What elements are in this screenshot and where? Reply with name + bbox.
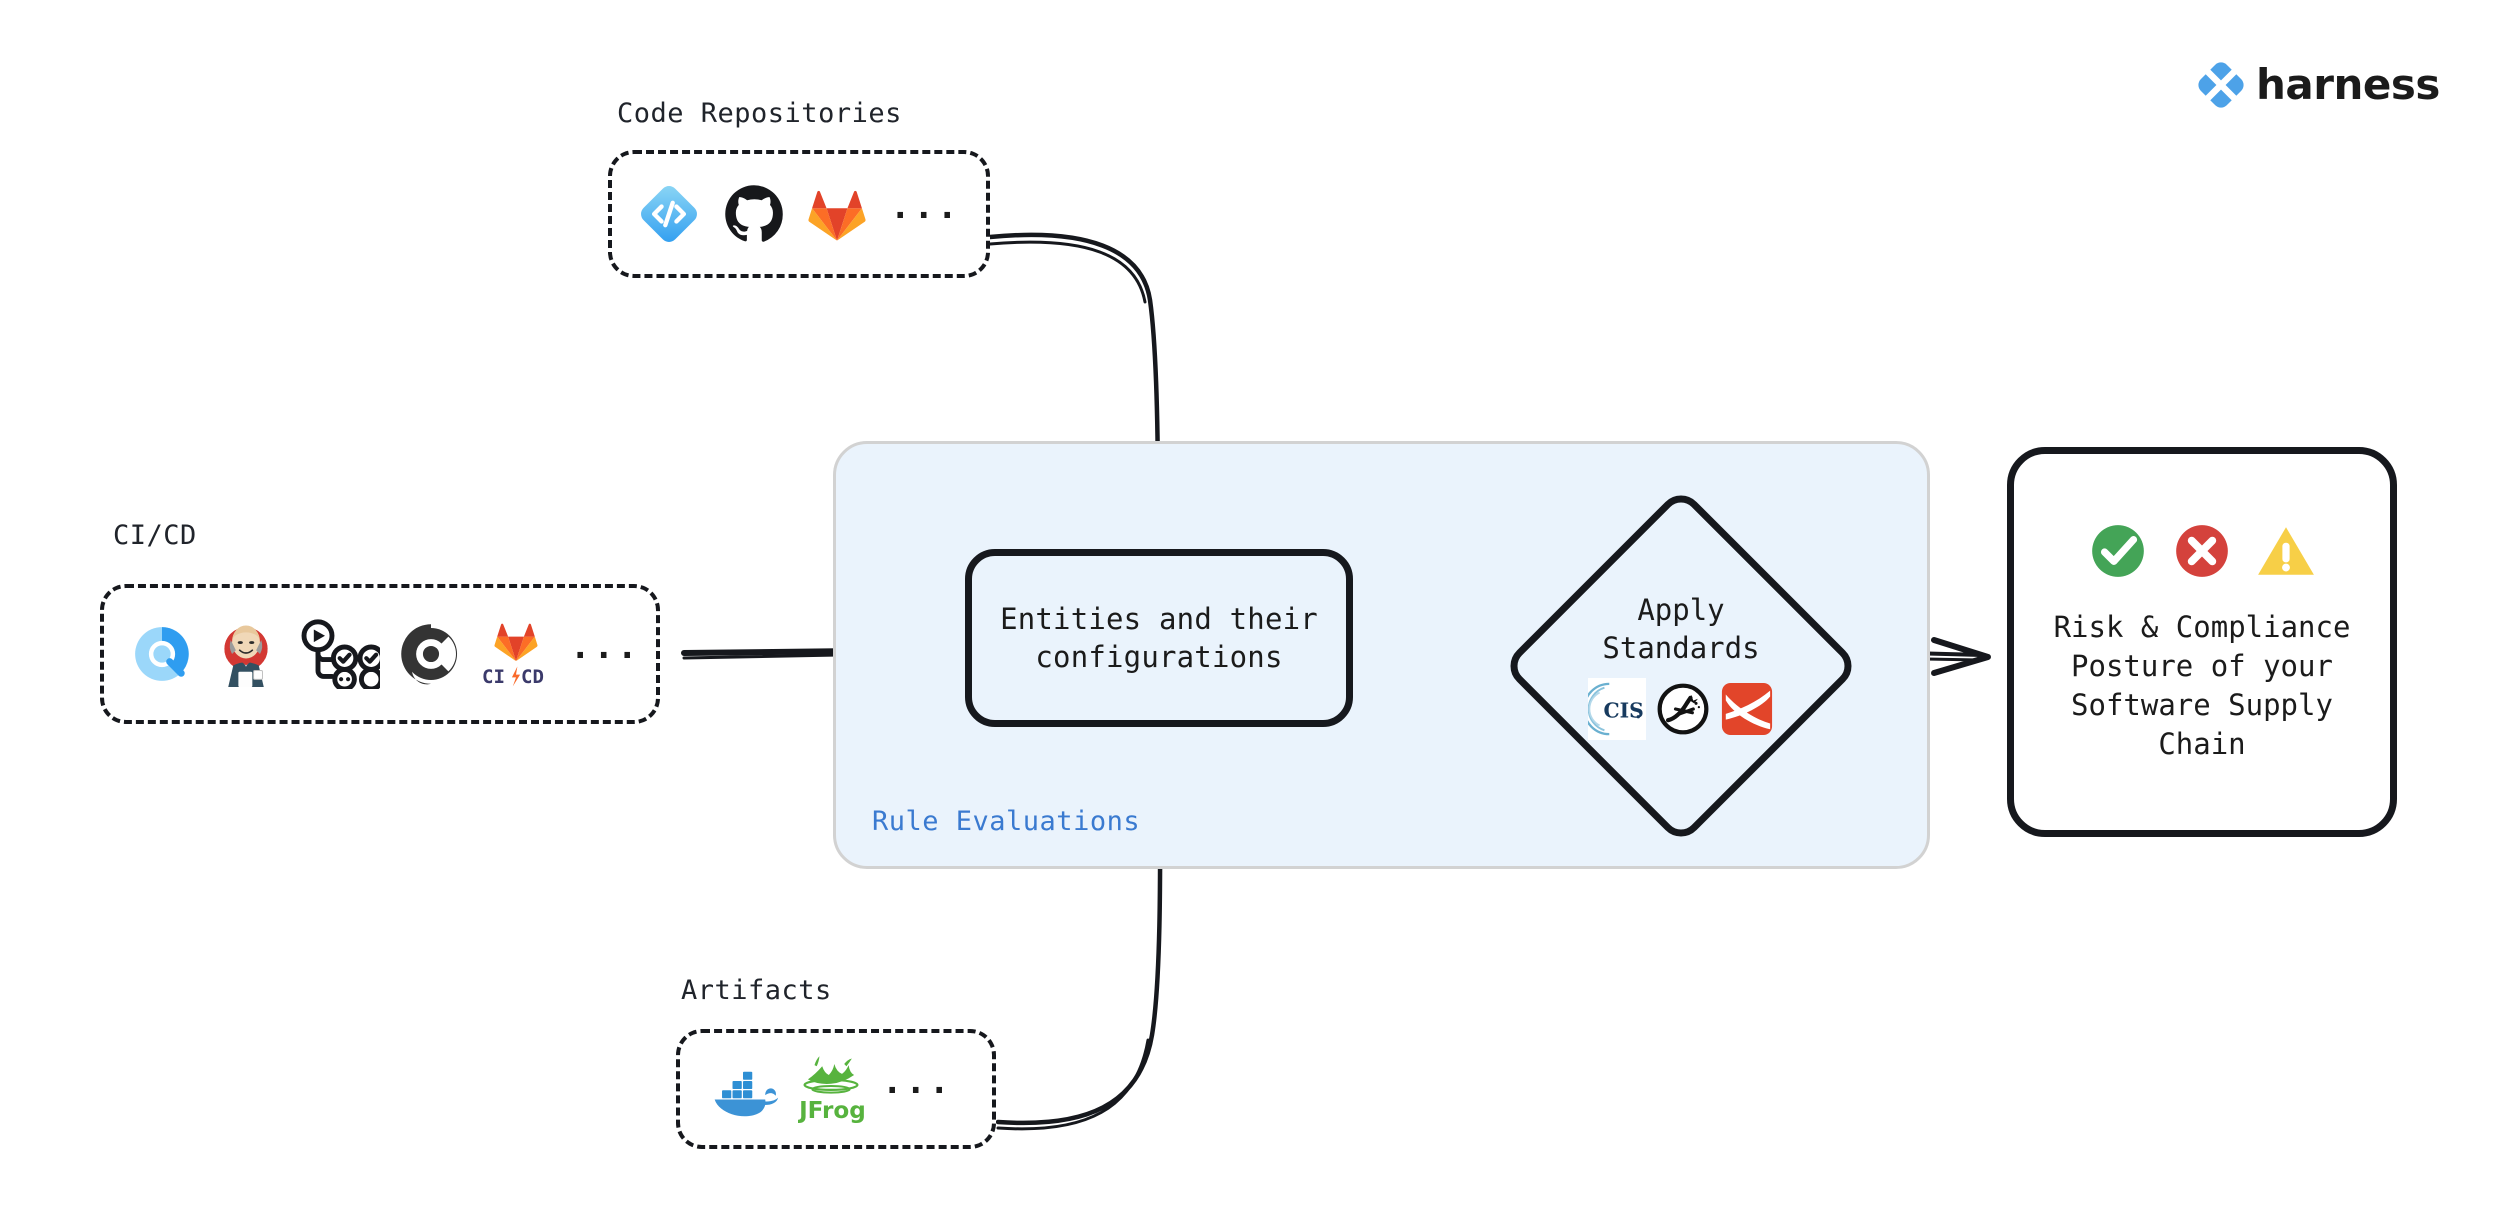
svg-text:JFrog: JFrog xyxy=(798,1098,864,1124)
harness-logo-text: harness xyxy=(2256,60,2440,109)
artifacts-label: Artifacts xyxy=(681,975,832,1006)
harness-ci-icon xyxy=(130,622,194,686)
harness-logo: harness xyxy=(2198,62,2440,108)
github-icon xyxy=(724,184,784,244)
artifacts-ellipsis: ... xyxy=(882,1062,953,1103)
svg-text:CI: CI xyxy=(482,666,505,688)
github-actions-icon xyxy=(298,619,380,689)
code-repositories-label: Code Repositories xyxy=(617,98,902,129)
rule-evaluations-label: Rule Evaluations xyxy=(872,806,1141,837)
rule-evaluations-panel xyxy=(833,441,1930,869)
gitlab-cicd-icon: CI CD xyxy=(482,620,550,688)
ci-cd-box[interactable]: CI CD ... xyxy=(100,584,660,724)
gitlab-icon xyxy=(808,186,866,242)
risk-compliance-posture-box[interactable]: Risk & Compliance Posture of your Softwa… xyxy=(2007,447,2397,837)
apply-standards-text: Apply Standards xyxy=(1602,593,1760,665)
code-repositories-ellipsis: ... xyxy=(890,187,961,228)
harness-code-icon xyxy=(638,183,700,245)
entities-and-configurations-box[interactable]: Entities and their configurations xyxy=(965,549,1353,727)
jenkins-icon xyxy=(214,621,278,687)
cis-icon: CIS xyxy=(1588,677,1646,740)
svg-text:CIS: CIS xyxy=(1603,698,1643,722)
jfrog-icon: JFrog xyxy=(798,1054,864,1124)
circleci-icon xyxy=(400,623,462,685)
code-repositories-box[interactable]: ... xyxy=(608,150,990,278)
check-circle-icon xyxy=(2087,520,2149,582)
error-circle-icon xyxy=(2171,520,2233,582)
harness-diamond-logo-icon xyxy=(2198,62,2244,108)
ci-cd-label: CI/CD xyxy=(113,520,197,551)
apply-standards-diamond[interactable]: Apply Standards CIS xyxy=(1501,486,1861,846)
gitlab-cicd-caption: CI CD xyxy=(482,666,544,688)
artifacts-box[interactable]: JFrog ... xyxy=(676,1029,996,1149)
entities-and-configurations-text: Entities and their configurations xyxy=(1000,601,1318,674)
risk-compliance-posture-text: Risk & Compliance Posture of your Softwa… xyxy=(2053,609,2351,762)
jfrog-caption: JFrog xyxy=(798,1098,864,1124)
owasp-icon xyxy=(1655,681,1711,737)
svg-text:CD: CD xyxy=(521,666,544,688)
ci-cd-ellipsis: ... xyxy=(570,627,641,668)
warning-triangle-icon xyxy=(2255,522,2317,580)
docker-icon xyxy=(706,1058,780,1120)
slsa-icon xyxy=(1720,681,1774,737)
